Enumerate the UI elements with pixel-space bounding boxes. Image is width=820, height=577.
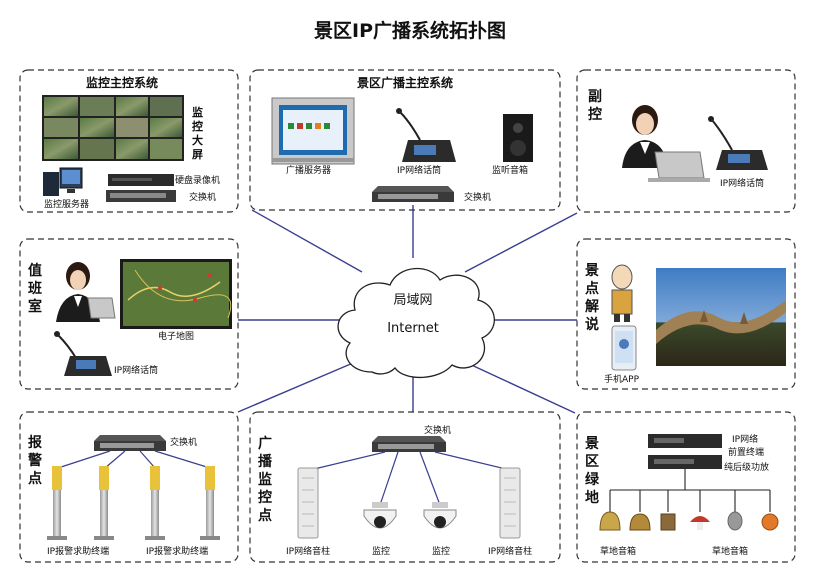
panel-broadcast-master: 景区广播主控系统 广播服务器 IP网络话筒 监听音箱 — [249, 69, 561, 211]
monitor-switch-label: 交换机 — [189, 191, 216, 203]
front-terminal-icon — [648, 434, 722, 448]
monitor-server-icon — [43, 167, 83, 196]
amplifier-label: 纯后级功放 — [724, 461, 769, 473]
sub-mic-icon — [708, 116, 768, 170]
amplifier-icon — [648, 455, 722, 469]
duty-person-icon — [56, 262, 116, 322]
lawn-speaker-label-1: 草地音箱 — [600, 545, 636, 557]
alarm-switch-label: 交换机 — [170, 436, 197, 448]
electronic-map-icon — [120, 259, 232, 329]
broadcast-mic-label: IP网络话筒 — [397, 164, 441, 176]
panel-duty-room: 值班室 电子地图 IP网络话筒 — [19, 238, 239, 390]
scenic-green-title-text: 景区绿地 — [585, 436, 600, 506]
scenic-green-title: 景区绿地 — [585, 436, 600, 506]
bm-switch-icon — [372, 436, 446, 452]
sub-control-title: 副控 — [588, 89, 602, 123]
operator-person-icon — [622, 105, 668, 168]
phone-app-label: 手机APP — [604, 373, 640, 385]
alarm-terminal-label-1: IP报警求助终端 — [47, 545, 109, 557]
scenic-guide-title: 景点解说 — [585, 263, 599, 333]
alarm-links — [57, 450, 211, 469]
speaker-column-icon — [297, 467, 521, 539]
monitor-speaker-icon — [503, 114, 533, 162]
speaker-column-label-1: IP网络音柱 — [286, 545, 330, 557]
duty-mic-icon — [54, 331, 112, 376]
diagram-title: 景区IP广播系统拓扑图 — [314, 19, 506, 42]
bm-switch-label: 交换机 — [424, 424, 451, 436]
lawn-speaker-label-2: 草地音箱 — [712, 545, 748, 557]
big-screen-label: 监控大屏 — [192, 105, 203, 161]
alarm-terminal-label-2: IP报警求助终端 — [146, 545, 208, 557]
sub-mic-label: IP网络话筒 — [720, 177, 764, 189]
broadcast-mic-icon — [396, 108, 456, 162]
panel-monitor-system: 监控主控系统 监控大屏 监控服务器 硬盘录像机 交换机 — [19, 69, 239, 213]
alarm-terminal-icon — [47, 466, 220, 540]
panel-sub-control: 副控 IP网络话筒 — [576, 69, 796, 213]
panel-alarm-points: 报警点 交换机 IP报警求助终端 IP报警求助终端 — [19, 411, 239, 563]
duty-room-title: 值班室 — [28, 262, 42, 315]
great-wall-photo — [656, 268, 786, 366]
speaker-column-label-2: IP网络音柱 — [488, 545, 532, 557]
dvr-label: 硬盘录像机 — [175, 174, 220, 186]
guide-cartoon-icon — [611, 264, 633, 322]
monitor-switch-icon — [106, 190, 176, 202]
front-terminal-label-a: IP网络 — [732, 433, 758, 445]
alarm-points-title-text: 报警点 — [28, 435, 42, 487]
video-wall — [42, 95, 184, 161]
laptop-icon — [648, 151, 710, 182]
dvr-icon — [108, 174, 174, 186]
bm-links — [309, 451, 511, 506]
camera-label-2: 监控 — [432, 545, 450, 557]
dome-camera-icon — [363, 502, 457, 529]
cloud-label-cn: 局域网 — [393, 293, 432, 308]
scenic-guide-title-text: 景点解说 — [585, 263, 599, 333]
front-terminal-label-b: 前置终端 — [728, 446, 764, 458]
electronic-map-label: 电子地图 — [158, 330, 194, 342]
monitor-speaker-label: 监听音箱 — [492, 164, 528, 176]
broadcast-server-icon — [271, 97, 355, 165]
panel-broadcast-title: 景区广播主控系统 — [357, 75, 453, 90]
big-screen-label-text: 监控大屏 — [192, 105, 203, 161]
panel-scenic-green: 景区绿地 IP网络 前置终端 纯后级功放 草地音箱 草地音箱 — [576, 411, 796, 563]
lan-cloud: 局域网 Internet — [337, 267, 495, 379]
duty-room-title-text: 值班室 — [28, 262, 42, 315]
sub-control-title-text: 副控 — [588, 89, 602, 123]
broadcast-monitor-title-text: 广播监控点 — [258, 435, 273, 524]
broadcast-server-label: 广播服务器 — [286, 164, 331, 176]
cloud-label-en: Internet — [387, 321, 439, 336]
broadcast-switch-label: 交换机 — [464, 191, 491, 203]
network-links — [237, 205, 578, 414]
phone-app-icon — [611, 325, 637, 371]
panel-scenic-guide: 景点解说 手机APP — [576, 238, 796, 390]
green-bus-links — [609, 469, 771, 512]
camera-label-1: 监控 — [372, 545, 390, 557]
alarm-switch-icon — [94, 435, 166, 451]
monitor-server-label: 监控服务器 — [44, 198, 89, 210]
lawn-speaker-icon — [599, 511, 779, 531]
panel-monitor-title: 监控主控系统 — [86, 75, 158, 90]
panel-broadcast-monitor-points: 广播监控点 交换机 IP网络音柱 监控 监控 IP网络音柱 — [249, 411, 561, 563]
broadcast-monitor-title: 广播监控点 — [258, 435, 273, 524]
duty-mic-label: IP网络话筒 — [114, 364, 158, 376]
alarm-points-title: 报警点 — [28, 435, 42, 487]
broadcast-switch-icon — [372, 186, 454, 202]
